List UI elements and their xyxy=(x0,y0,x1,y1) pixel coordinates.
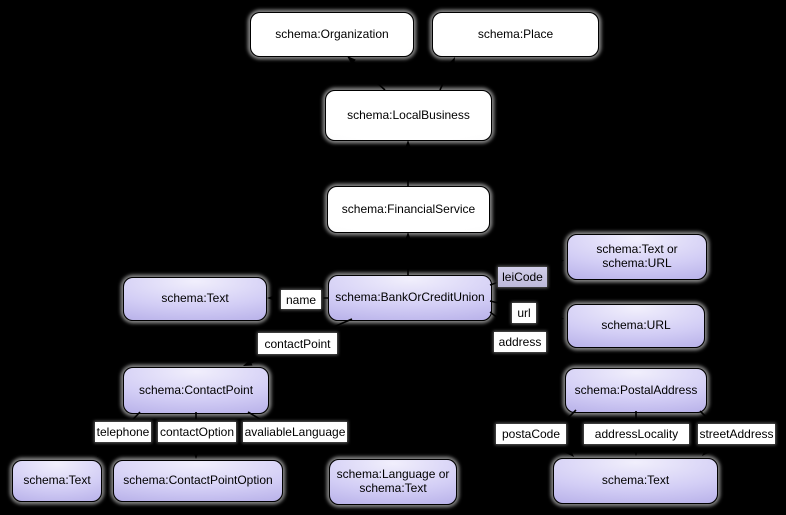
arrowhead-financialservice xyxy=(404,232,412,241)
edge-label-addresslocality: addressLocality xyxy=(584,424,689,444)
arrowhead-organization xyxy=(347,56,356,65)
node-schema-postaladdress: schema:PostalAddress xyxy=(565,368,707,413)
edge-localbusiness-organization xyxy=(353,61,386,91)
node-schema-language-or-text: schema:Language or schema:Text xyxy=(329,459,457,505)
edge-label-telephone: telephone xyxy=(95,422,151,442)
arrowhead-text-postal-right xyxy=(702,447,711,456)
node-schema-text-name: schema:Text xyxy=(123,277,267,321)
node-schema-localbusiness: schema:LocalBusiness xyxy=(325,90,492,141)
arrowhead-localbusiness xyxy=(404,140,412,149)
arrowhead-url xyxy=(554,313,564,320)
arrowhead-place xyxy=(448,57,455,67)
arrowhead-text-or-url xyxy=(554,259,564,266)
edge-localbusiness-place xyxy=(439,64,453,91)
arrowhead-text-telephone xyxy=(97,448,106,457)
edge-label-postacode: postaCode xyxy=(496,424,566,444)
node-schema-contactpointoption: schema:ContactPointOption xyxy=(113,460,283,502)
edge-label-contactpoint: contactPoint xyxy=(258,333,337,354)
node-schema-organization: schema:Organization xyxy=(250,12,414,57)
edge-label-leicode: leiCode xyxy=(498,267,547,287)
edge-label-contactoption: contactOption xyxy=(158,422,236,442)
node-schema-place: schema:Place xyxy=(432,12,599,57)
arrowhead-text-postal-mid xyxy=(632,447,640,456)
edge-label-name: name xyxy=(281,290,321,309)
arrowhead-contactpoint xyxy=(243,359,253,366)
node-schema-url: schema:URL xyxy=(567,304,705,348)
node-schema-text-telephone: schema:Text xyxy=(12,460,102,502)
edge-label-address: address xyxy=(494,332,546,352)
node-schema-bankorcreditunion: schema:BankOrCreditUnion xyxy=(328,275,492,321)
arrowhead-contactpointoption xyxy=(192,450,200,459)
arrowhead-text-name xyxy=(267,294,276,302)
node-schema-contactpoint: schema:ContactPoint xyxy=(123,367,269,414)
edge-label-streetaddress: streetAddress xyxy=(698,424,775,444)
arrowhead-postaladdress xyxy=(553,359,563,367)
arrowhead-language-or-text xyxy=(316,450,326,458)
node-schema-text-or-url: schema:Text or schema:URL xyxy=(567,234,707,280)
edge-label-url: url xyxy=(512,303,536,323)
arrowhead-text-postal-left xyxy=(565,448,574,457)
node-schema-text-postal: schema:Text xyxy=(553,458,718,504)
node-schema-financialservice: schema:FinancialService xyxy=(327,186,490,233)
edge-label-avaliablelanguage: avaliableLanguage xyxy=(243,422,347,442)
